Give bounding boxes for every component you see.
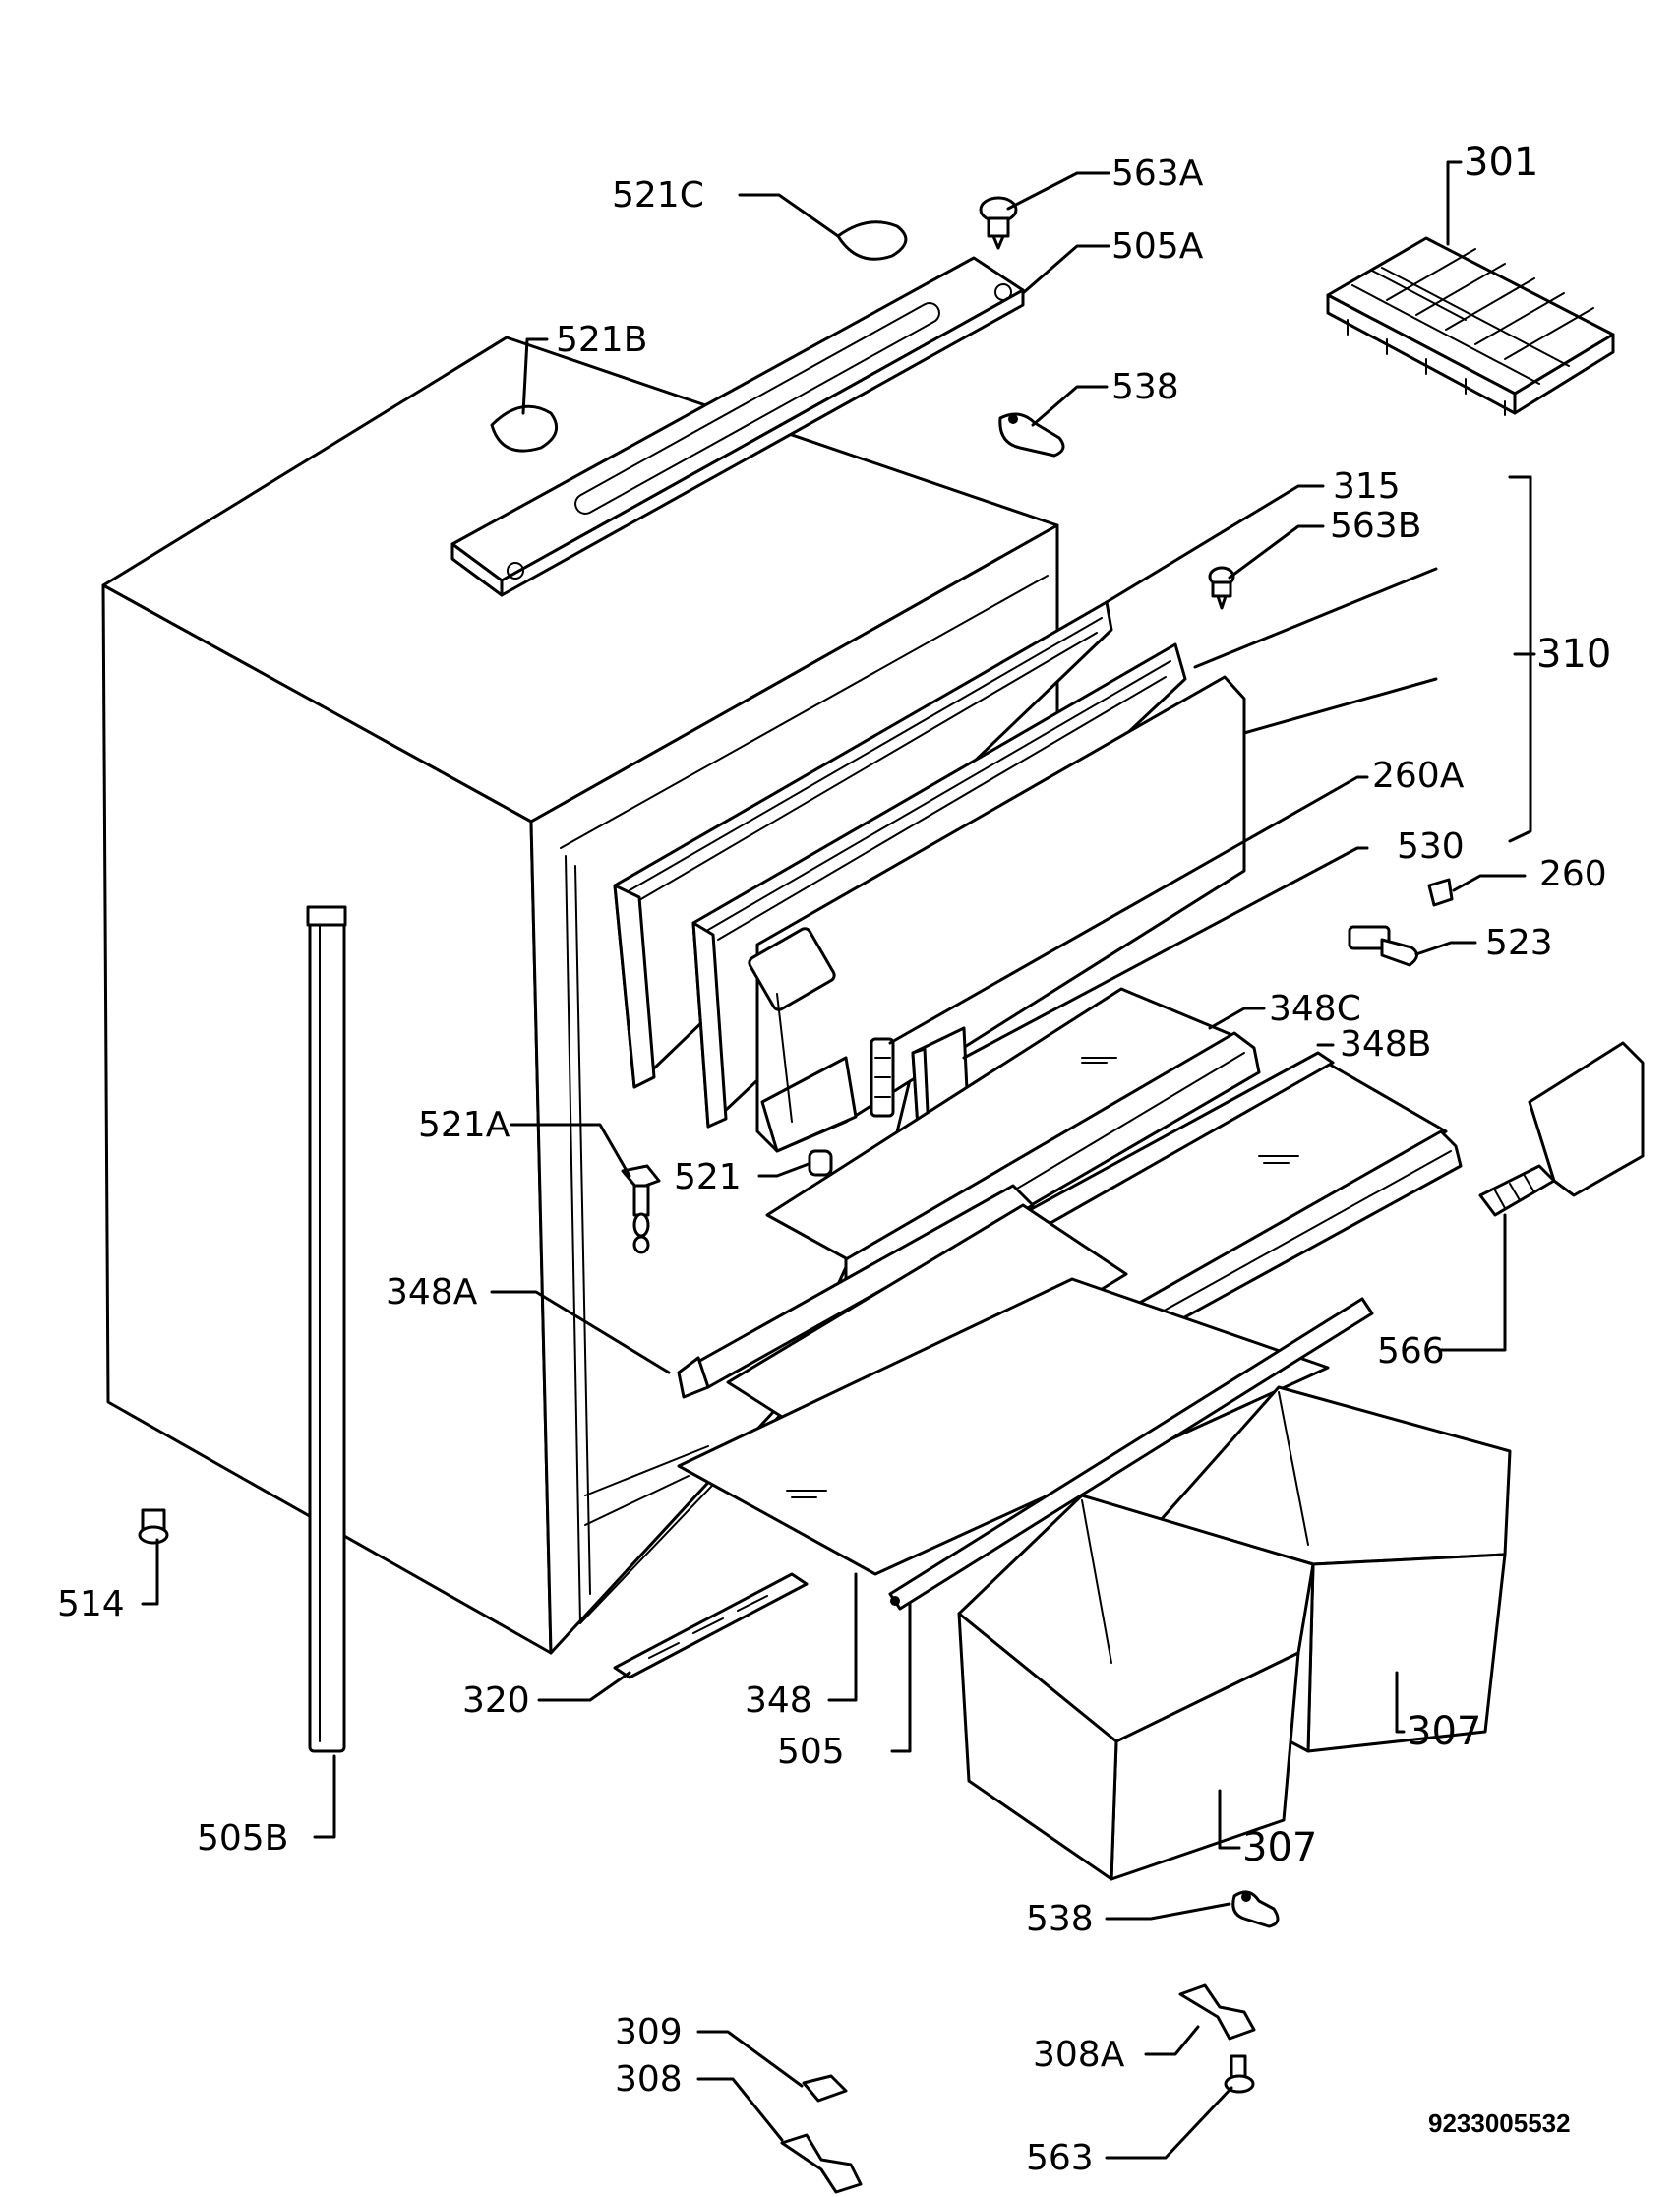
part-538-bottom-bracket <box>1231 1890 1280 1928</box>
label-348c: 348C <box>1269 989 1361 1029</box>
label-307-right: 307 <box>1407 1709 1481 1754</box>
part-521a-knob <box>621 1164 661 1254</box>
label-521: 521 <box>674 1157 742 1197</box>
label-348a: 348A <box>386 1272 478 1312</box>
label-260a: 260A <box>1372 756 1465 796</box>
label-260: 260 <box>1539 854 1607 894</box>
label-521b: 521B <box>556 320 647 360</box>
part-521-knob <box>808 1149 833 1177</box>
part-301-ice-tray <box>1326 236 1615 416</box>
part-308-bracket <box>780 2133 863 2194</box>
part-563b-screw <box>1208 566 1235 610</box>
part-308a-bracket <box>1178 1983 1256 2041</box>
label-301: 301 <box>1464 140 1538 185</box>
label-514: 514 <box>57 1584 125 1624</box>
label-348b: 348B <box>1340 1024 1431 1065</box>
label-307-left: 307 <box>1242 1825 1317 1870</box>
drawing-code: 9233005532 <box>1428 2108 1571 2138</box>
label-310: 310 <box>1536 632 1611 677</box>
part-307-drawer-left <box>957 1494 1315 1881</box>
label-308a: 308A <box>1033 2035 1125 2075</box>
label-523: 523 <box>1485 923 1553 963</box>
part-309-cap <box>802 2074 848 2103</box>
label-530: 530 <box>1397 826 1465 867</box>
label-521a: 521A <box>418 1105 510 1145</box>
part-505b-strip <box>306 905 347 1753</box>
label-566: 566 <box>1377 1331 1445 1372</box>
label-505: 505 <box>777 1732 845 1772</box>
label-563b: 563B <box>1330 506 1421 546</box>
label-563a: 563A <box>1111 153 1204 194</box>
part-505-strip <box>888 1297 1374 1611</box>
label-505b: 505B <box>197 1818 288 1859</box>
part-523-plug <box>1348 925 1418 967</box>
label-315: 315 <box>1333 466 1401 507</box>
part-260-clip <box>1427 878 1454 907</box>
label-563: 563 <box>1026 2138 1094 2178</box>
part-514-foot <box>138 1508 169 1545</box>
label-308: 308 <box>615 2059 683 2100</box>
label-309: 309 <box>615 2012 683 2052</box>
part-320-rail <box>613 1572 809 1679</box>
part-563-screw <box>1224 2054 1255 2094</box>
part-566-scraper <box>1478 1041 1645 1217</box>
label-505a: 505A <box>1111 226 1204 267</box>
label-348: 348 <box>745 1680 812 1721</box>
part-310-door-front <box>748 675 1246 1153</box>
part-labels: 521C 563A 505A 301 521B 538 315 563B 310… <box>57 140 1611 2178</box>
part-521b-cap <box>490 404 559 453</box>
label-521c: 521C <box>612 175 704 215</box>
part-260a-hinge <box>870 1037 895 1118</box>
part-348-glass-plate <box>677 1277 1330 1576</box>
label-320: 320 <box>462 1680 530 1721</box>
part-563a-screw <box>979 196 1018 250</box>
part-521c-cap <box>836 220 908 261</box>
part-505a-top-rail <box>450 256 1025 597</box>
label-538-bottom: 538 <box>1026 1899 1094 1939</box>
label-538-top: 538 <box>1111 367 1179 407</box>
leader-lines <box>141 160 1536 2160</box>
part-538-top-bracket <box>998 412 1065 458</box>
